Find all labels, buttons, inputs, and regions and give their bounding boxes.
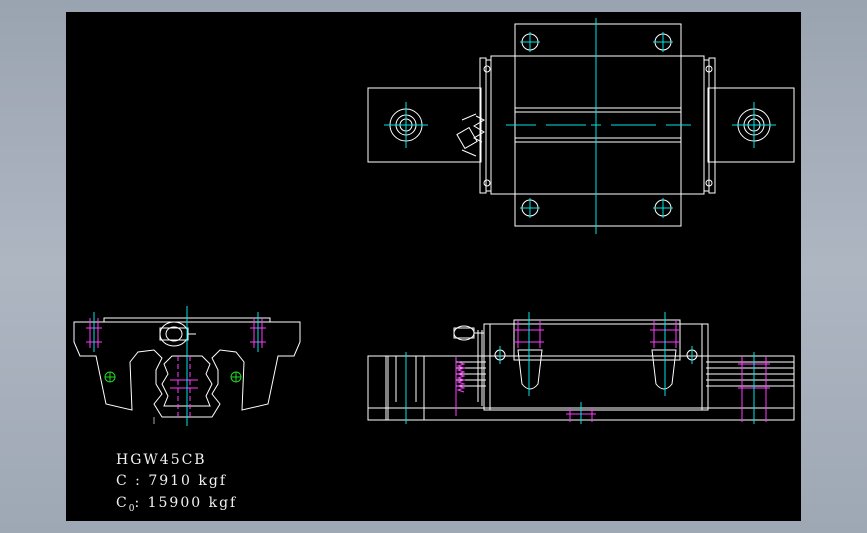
grease-nipple-top [456,113,486,157]
cad-viewport[interactable]: HGW45CB C : 7910 kgf C0: 15900 kgf [66,12,801,521]
model-label: HGW45CB [116,452,207,468]
c0-value: : 15900 kgf [134,495,238,511]
c-value: : 7910 kgf [135,473,228,489]
c0-label: C0 [116,495,135,514]
centerlines-top [384,18,776,234]
rail-end-right [707,87,795,163]
static-load-rating: C0: 15900 kgf [116,495,237,514]
grease-ports [104,371,242,383]
centerlines-side [405,312,755,424]
dynamic-load-rating: C : 7910 kgf [116,473,227,489]
rail-end-left [367,87,482,163]
c-label: C [116,473,129,489]
hidden-lines-side [455,320,770,422]
drawing-canvas [73,18,795,426]
centerlines-front [93,306,259,426]
grease-nipple-front [159,321,196,347]
hidden-lines-front [86,318,266,420]
c0-subscript: 0 [128,503,135,514]
grease-nipple-side [453,325,484,341]
